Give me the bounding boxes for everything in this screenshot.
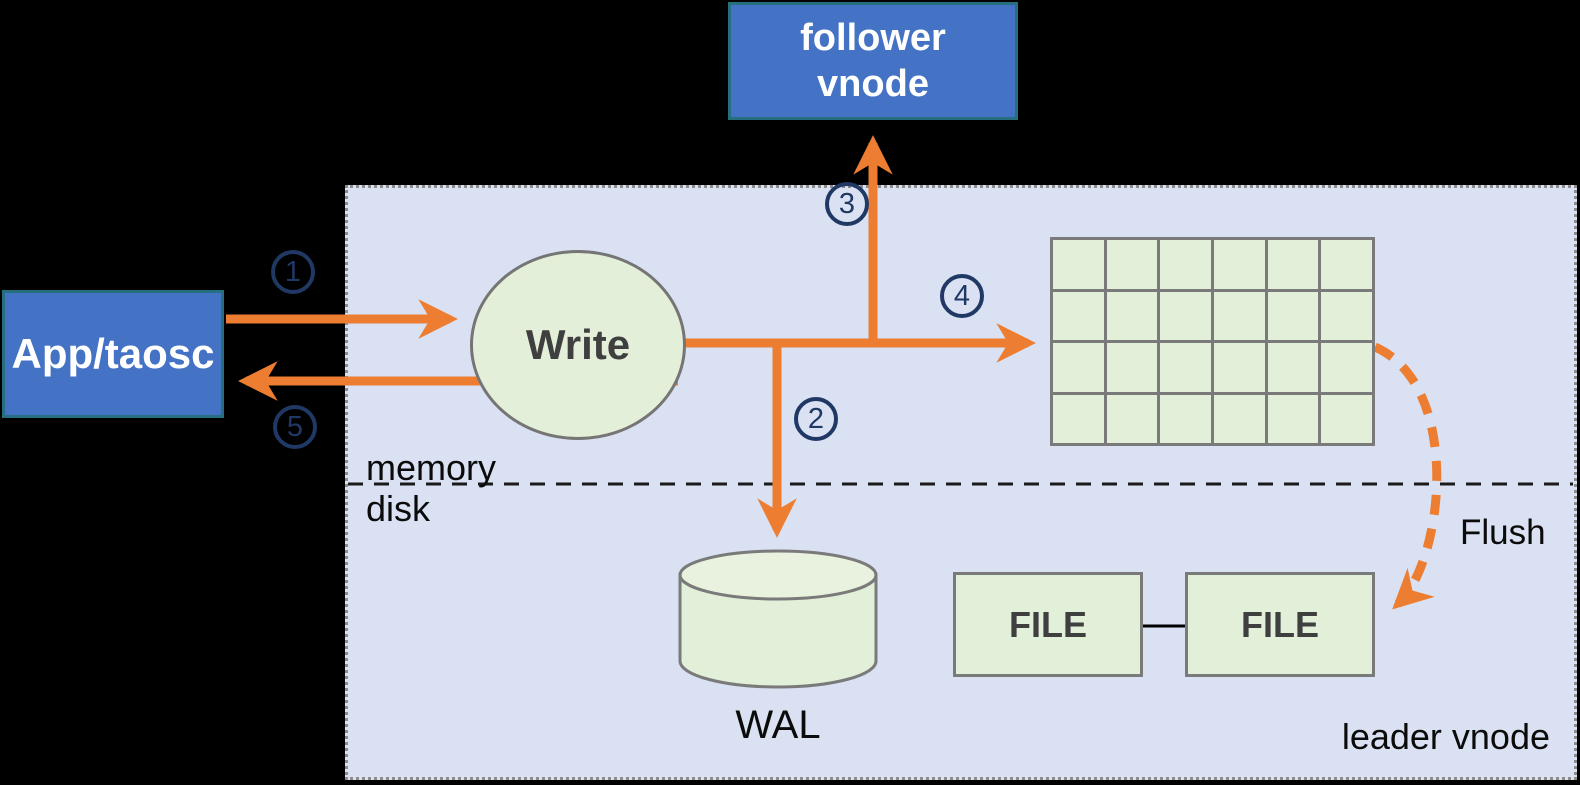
step-badge-5: 5 [273,405,317,449]
memtable-cell [1214,240,1265,289]
wal-label: WAL [735,703,821,747]
file-node-right: FILE [1185,572,1375,677]
memtable-cell [1053,343,1104,392]
flush-label: Flush [1460,513,1546,552]
memtable-cell [1106,343,1158,392]
memtable-cell [1267,291,1319,340]
disk-label: disk [366,488,431,529]
step-badge-1: 1 [271,250,315,294]
leader-vnode-label: leader vnode [1341,716,1550,757]
memtable-cell [1214,394,1265,443]
memtable-cell [1321,291,1372,340]
memtable-cell [1214,291,1265,340]
memtable-cell [1267,394,1319,443]
memtable-cell [1321,240,1372,289]
step-badge-4: 4 [940,274,984,318]
memtable-cell [1160,343,1211,392]
file-node-left: FILE [953,572,1143,677]
memtable-cell [1321,394,1372,443]
step-badge-3: 3 [825,182,869,226]
memtable-cell [1106,240,1158,289]
memtable-cell [1106,394,1158,443]
memtable-grid [1050,237,1375,446]
memtable-cell [1267,240,1319,289]
step-badge-2: 2 [794,397,838,441]
write-node: Write [470,250,686,440]
memtable-cell [1053,394,1104,443]
memtable-cell [1053,291,1104,340]
memtable-cell [1160,394,1211,443]
memtable-cell [1160,291,1211,340]
memtable-cell [1267,343,1319,392]
app-taosc-node: App/taosc [2,290,224,418]
memtable-cell [1160,240,1211,289]
memtable-cell [1053,240,1104,289]
memtable-cell [1321,343,1372,392]
memtable-cell [1106,291,1158,340]
memory-label: memory [366,447,497,488]
memtable-cell [1214,343,1265,392]
follower-vnode-node: follower vnode [728,2,1018,120]
